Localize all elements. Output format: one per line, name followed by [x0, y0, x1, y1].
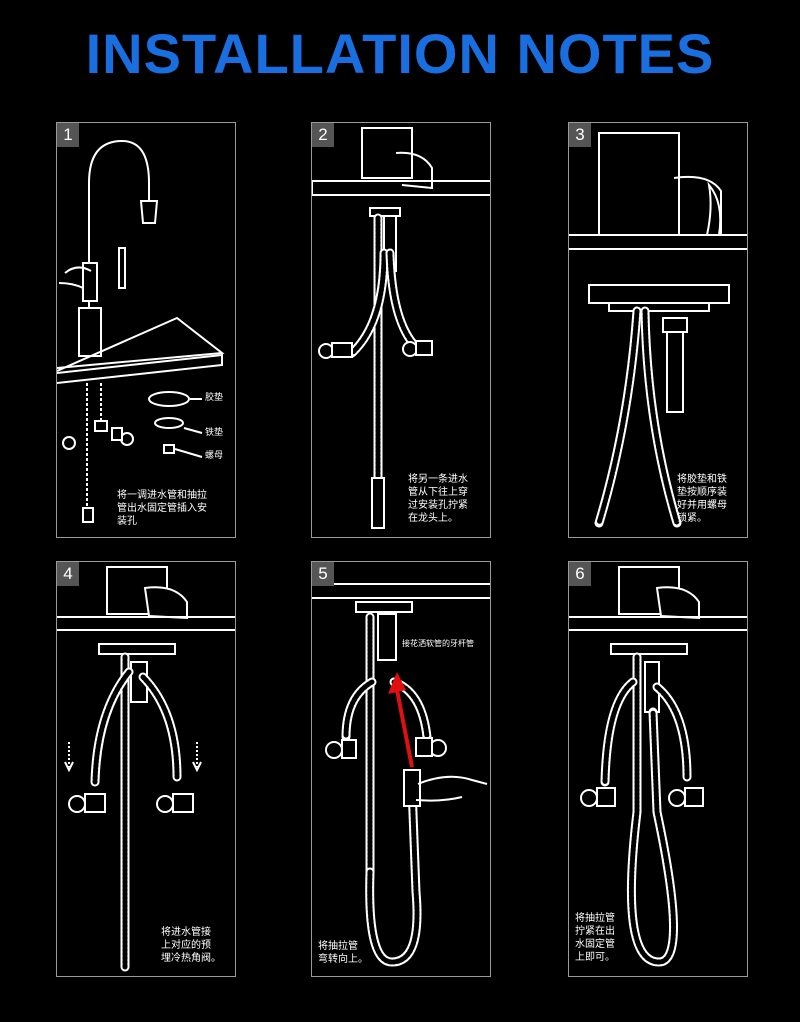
pullout-hose-bend-illustration [312, 583, 490, 967]
part-label-iron-washer: 铁垫 [205, 428, 224, 438]
step-3-caption: 将胶垫和铁 垫按顺序装 好并用螺母 锁紧。 [677, 474, 727, 524]
step-number: 2 [312, 123, 334, 147]
step-number: 3 [569, 123, 591, 147]
step-3-panel: 3 将胶垫和铁 垫按顺序装 好并用螺母 锁紧。 [568, 122, 748, 538]
faucet-insert-illustration [57, 139, 225, 523]
step-5-part-label: 接花洒软管的牙杆管 [402, 639, 474, 648]
step-4-caption: 将进水管接 上对应的预 埋冷热角阀。 [161, 927, 221, 964]
step-5-caption: 将抽拉管 弯转向上。 [318, 941, 368, 965]
step-1-caption: 将一调进水管和抽拉 管出水固定管插入安 装孔 [117, 490, 207, 527]
red-arrow-icon [388, 672, 406, 694]
step-5-panel: 5 接花洒软管的牙杆管 将抽拉管 弯转向上。 [311, 561, 491, 977]
step-1-panel: 1 胶垫 铁垫 螺母 将一调进水管和抽拉 管出水固定管插入安 装孔 [56, 122, 236, 538]
step-number: 5 [312, 562, 334, 586]
tighten-hose-illustration [569, 566, 747, 967]
part-label-rubber-gasket: 胶垫 [205, 393, 224, 403]
part-label-nut: 螺母 [205, 451, 224, 461]
connect-valves-illustration [57, 566, 235, 972]
step-number: 6 [569, 562, 591, 586]
second-hose-illustration [312, 127, 490, 529]
page-title: INSTALLATION NOTES [85, 22, 715, 85]
step-6-caption: 将抽拉管 拧紧在出 水固定管 上即可。 [575, 913, 615, 963]
step-4-panel: 4 将进水管接 上对应的预 埋冷热角阀。 [56, 561, 236, 977]
step-2-panel: 2 将另一条进水 管从下往上穿 过安装孔拧紧 在龙头上。 [311, 122, 491, 538]
step-2-caption: 将另一条进水 管从下往上穿 过安装孔拧紧 在龙头上。 [408, 474, 468, 524]
step-6-panel: 6 将抽拉管 拧紧在出 水固定管 上即可。 [568, 561, 748, 977]
gasket-nut-illustration [569, 132, 747, 528]
step-number: 4 [57, 562, 79, 586]
step-number: 1 [57, 123, 79, 147]
